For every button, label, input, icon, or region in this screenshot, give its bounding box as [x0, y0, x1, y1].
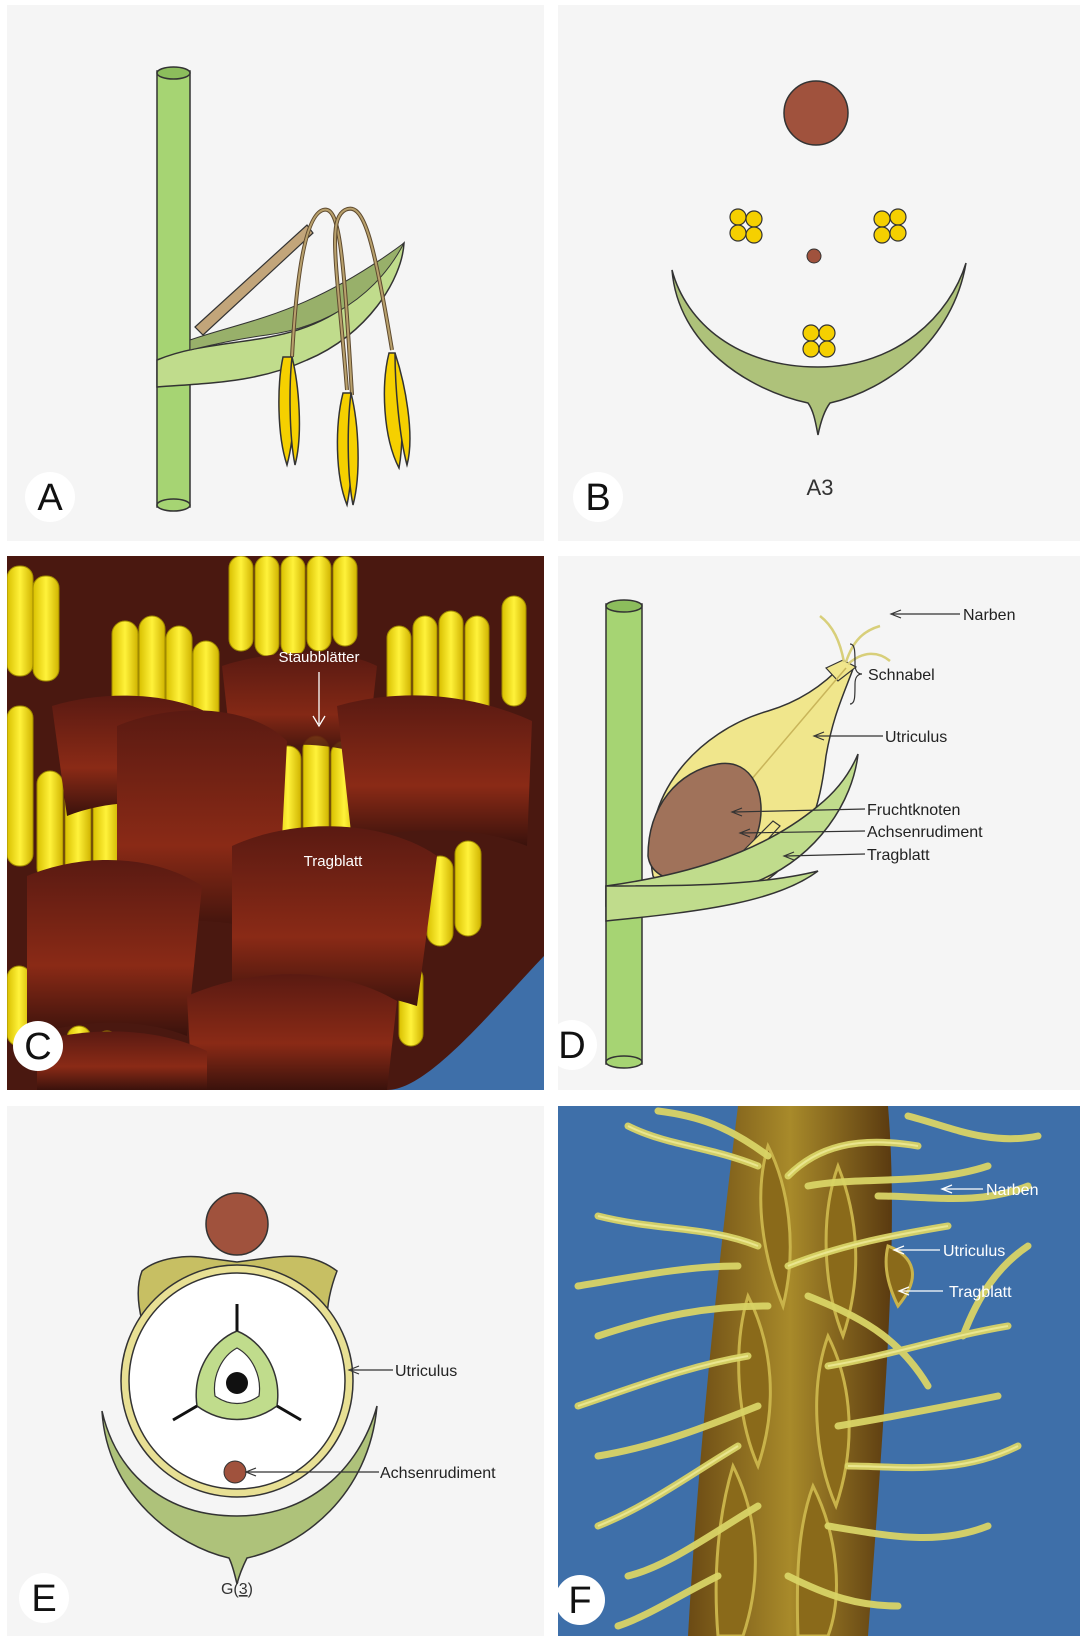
panel-letter: E [31, 1578, 56, 1620]
stigma [820, 616, 844, 662]
panel-letter: B [585, 477, 610, 519]
axis-rudiment-dot [224, 1461, 246, 1483]
label-utriculus: Utriculus [943, 1243, 1005, 1260]
panel-b-male-flower-diagram: A3 B [558, 5, 1080, 541]
label-bract: Tragblatt [304, 853, 363, 870]
axis-rudiment-dot [807, 249, 821, 263]
panel-f-female-spike-photo: Narben Utriculus Tragblatt F [558, 1106, 1080, 1636]
floral-formula: A3 [807, 475, 834, 500]
panel-d-female-flower-side-view: Narben Schnabel Utriculus Fruchtknoten A… [558, 556, 1080, 1090]
panel-letter: D [558, 1025, 585, 1067]
label-narben: Narben [986, 1182, 1038, 1199]
axis-circle [784, 81, 848, 145]
bract-scale [27, 860, 202, 1036]
panel-letter: A [37, 477, 63, 519]
label-tragblatt: Tragblatt [949, 1284, 1012, 1301]
axis-circle [206, 1193, 268, 1255]
panel-letter: C [24, 1026, 51, 1068]
stem-top [157, 67, 190, 79]
label-utriculus: Utriculus [885, 729, 947, 746]
label-narben: Narben [963, 607, 1015, 624]
bract-scale [337, 695, 532, 846]
anther-cross-section [874, 209, 906, 243]
bract-scale [187, 974, 397, 1090]
stem-top [606, 600, 642, 612]
anther-cross-section [730, 209, 762, 243]
label-fruchtknoten: Fruchtknoten [867, 802, 960, 819]
anther [337, 393, 358, 505]
anther-cross-section [803, 325, 835, 357]
stamen-cluster [229, 556, 357, 656]
panel-c-male-spike-photo: Staubblätter Tragblatt C [7, 556, 544, 1090]
stem [606, 604, 642, 1064]
panel-letter: F [568, 1580, 591, 1622]
label-schnabel: Schnabel [868, 667, 935, 684]
label-utriculus: Utriculus [395, 1363, 457, 1380]
label-tragblatt: Tragblatt [867, 847, 930, 864]
label-stamens: Staubblätter [279, 649, 360, 666]
label-achsenrudiment: Achsenrudiment [867, 824, 983, 841]
panel-a-male-flower-side-view: A [7, 5, 544, 541]
anther [384, 353, 409, 468]
floral-formula: G(3) [221, 1581, 253, 1598]
panel-e-female-flower-diagram: Utriculus Achsenrudiment G(3) E [7, 1106, 544, 1636]
stamen-cluster [7, 566, 59, 681]
stem [157, 71, 190, 507]
label-achsenrudiment: Achsenrudiment [380, 1465, 496, 1482]
anther [279, 357, 300, 465]
